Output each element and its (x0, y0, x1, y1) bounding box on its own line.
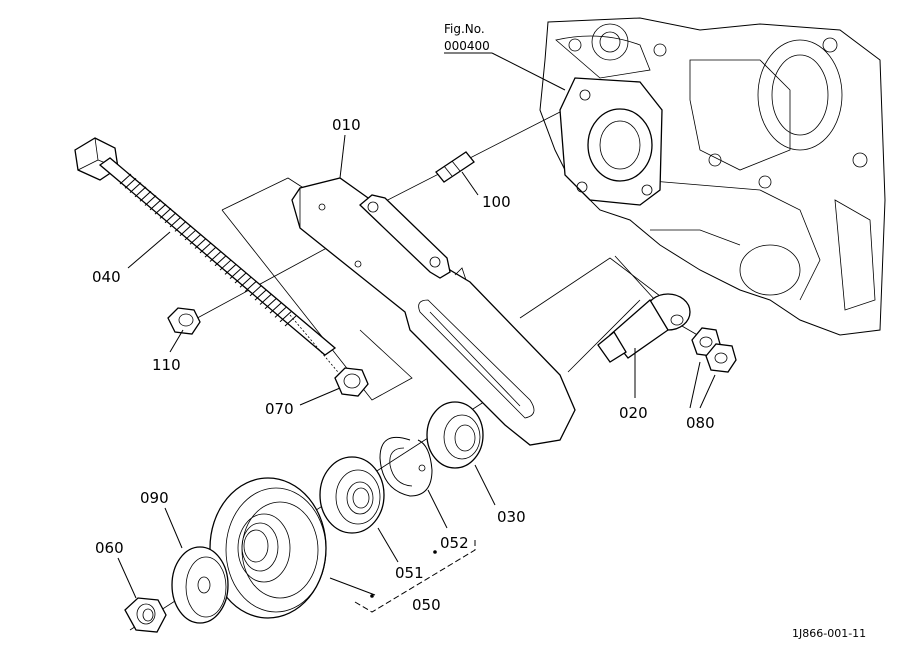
thread-mark (154, 203, 167, 215)
part-label-090: 090 (140, 489, 169, 507)
thread-mark (209, 251, 222, 262)
bearing-030 (426, 401, 484, 469)
thread-mark (149, 199, 162, 211)
thread-mark (204, 246, 217, 258)
part-label-030: 030 (497, 508, 526, 526)
bolt-040 (74, 137, 344, 379)
drawing-code: 1J866-001-11 (792, 627, 866, 640)
stud-100 (435, 151, 475, 183)
thread-mark (249, 285, 262, 297)
thread-mark (199, 242, 212, 254)
thread-mark (269, 302, 282, 314)
nut-070 (334, 367, 369, 397)
thread-mark (144, 195, 157, 206)
thread-mark (229, 268, 242, 280)
tension-arm-010 (291, 177, 576, 446)
thread-mark (279, 311, 292, 323)
thread-mark (124, 177, 137, 189)
part-label-020: 020 (619, 404, 648, 422)
thread-mark (264, 298, 277, 310)
thread-mark (224, 263, 237, 275)
thread-mark (274, 307, 287, 318)
part-label-050: 050 (412, 596, 441, 614)
thread-mark (219, 259, 232, 271)
washer-090 (171, 546, 229, 624)
thread-mark (174, 220, 187, 232)
thread-mark (259, 294, 272, 305)
thread-mark (179, 225, 192, 237)
shaft-020 (597, 293, 691, 363)
pulley-050 (209, 477, 327, 619)
thread-mark (194, 238, 207, 249)
snap-ring-052 (379, 436, 433, 497)
part-label-060: 060 (95, 539, 124, 557)
thread-mark (254, 289, 267, 301)
nut-110 (167, 307, 201, 335)
part-label-052: 052 (440, 534, 469, 552)
thread-mark (239, 276, 252, 288)
thread-mark (159, 208, 172, 219)
part-label-051: 051 (395, 564, 424, 582)
part-label-070: 070 (265, 400, 294, 418)
thread-mark (214, 255, 227, 267)
thread-mark (139, 190, 152, 202)
thread-mark (244, 281, 257, 292)
thread-mark (234, 272, 247, 284)
thread-mark (119, 173, 132, 185)
nuts-080 (691, 327, 737, 373)
thread-mark (164, 212, 177, 224)
thread-mark (129, 182, 142, 193)
thread-mark (134, 186, 147, 198)
bearing-051 (319, 456, 385, 534)
fig-no-label: Fig.No. (444, 22, 485, 36)
part-label-110: 110 (152, 356, 181, 374)
engine-block (539, 17, 886, 336)
part-label-010: 010 (332, 116, 361, 134)
bolt-thread-marks (119, 173, 297, 327)
thread-mark (184, 229, 197, 241)
part-label-100: 100 (482, 193, 511, 211)
thread-mark (189, 233, 202, 245)
part-label-080: 080 (686, 414, 715, 432)
fig-no-value: 000400 (444, 39, 490, 53)
collar-bolt-060 (124, 597, 167, 633)
figure-number: Fig.No. 000400 (444, 22, 490, 53)
thread-mark (169, 216, 182, 228)
thread-mark (284, 315, 297, 327)
part-label-040: 040 (92, 268, 121, 286)
leader-lines (117, 52, 716, 613)
